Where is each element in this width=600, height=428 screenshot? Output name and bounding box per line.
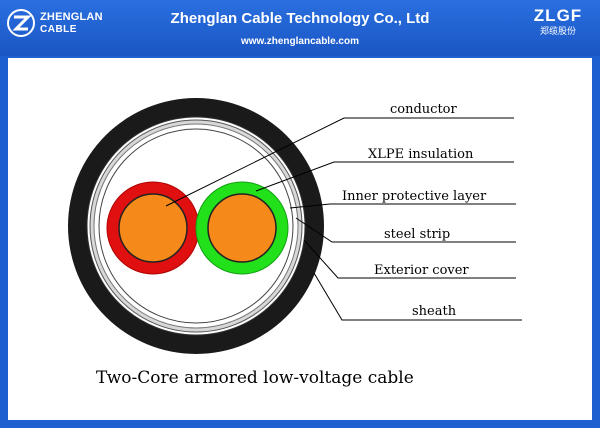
label-exterior-cover: Exterior cover — [374, 263, 469, 278]
brand-text: ZLGF — [533, 6, 583, 25]
label-sheath: sheath — [412, 304, 457, 319]
brand-logo: ZLGF 郑缆股份 — [528, 6, 588, 46]
diagram-panel: conductor XLPE insulation Inner protecti… — [8, 58, 592, 420]
leader-insulation — [255, 161, 514, 192]
core-1-conductor — [118, 193, 188, 263]
cable-cross-section-diagram: conductor XLPE insulation Inner protecti… — [68, 98, 522, 388]
leader-sheath — [313, 272, 522, 321]
logo-text-cable: CABLE — [40, 24, 77, 35]
website-link[interactable]: www.zhenglancable.com — [241, 36, 359, 47]
leader-inner-layer — [289, 203, 516, 209]
core-2-conductor — [207, 193, 277, 263]
label-steel-strip: steel strip — [384, 227, 450, 242]
company-logo: ZHENGLAN CABLE — [6, 8, 116, 42]
header-banner: ZHENGLAN CABLE Zhenglan Cable Technology… — [0, 0, 600, 56]
zhenglan-logo-icon — [7, 9, 35, 37]
label-conductor: conductor — [390, 102, 458, 117]
logo-text-zhenglan: ZHENGLAN — [40, 11, 103, 23]
label-xlpe-insulation: XLPE insulation — [368, 147, 474, 162]
label-inner-protective-layer: Inner protective layer — [342, 189, 487, 204]
leader-steel-strip — [295, 217, 516, 243]
leader-exterior-cover — [303, 239, 516, 279]
company-name: Zhenglan Cable Technology Co., Ltd — [170, 10, 430, 27]
brand-text-cn: 郑缆股份 — [539, 27, 576, 37]
leader-conductor — [165, 117, 514, 207]
diagram-caption: Two-Core armored low-voltage cable — [96, 368, 414, 388]
